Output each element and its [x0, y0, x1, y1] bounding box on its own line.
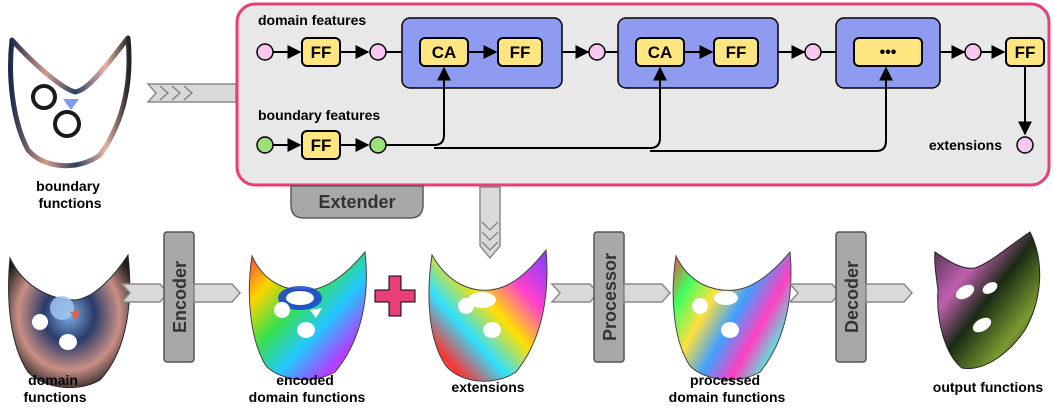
boundary-features-label: boundary features	[258, 107, 380, 123]
svg-text:FF: FF	[510, 43, 531, 62]
ff-block-2: FF	[713, 37, 759, 67]
ff-block-domain: FF	[301, 37, 341, 67]
domain-feature-node	[804, 43, 822, 61]
plus-icon	[374, 275, 416, 317]
ff-block-1: FF	[497, 37, 543, 67]
svg-text:•••: •••	[880, 44, 897, 61]
domain-to-encoder-arrow	[120, 283, 170, 303]
encoder-to-encoded-arrow	[193, 283, 242, 303]
processed-functions-label: processed domain functions	[669, 372, 786, 405]
svg-text:FF: FF	[311, 43, 332, 62]
svg-text:FF: FF	[726, 43, 747, 62]
domain-functions-label: domain functions	[24, 372, 87, 405]
extensions-label: extensions	[451, 379, 524, 395]
processor-block: Processor	[593, 231, 625, 363]
processor-to-processed-arrow	[623, 283, 672, 303]
ca-block-2: CA	[635, 37, 685, 67]
extensions-to-processor-arrow	[550, 283, 600, 303]
boundary-feature-node	[256, 136, 274, 154]
encoded-functions-label: encoded domain functions	[249, 372, 366, 405]
svg-text:Processor: Processor	[600, 253, 620, 341]
processed-to-decoder-arrow	[788, 283, 842, 303]
processed-functions-shape	[672, 250, 792, 381]
extensions-node	[1016, 136, 1034, 154]
decoder-to-output-arrow	[865, 283, 914, 303]
ellipsis-block: •••	[853, 37, 923, 67]
boundary-functions-label: boundary functions	[36, 178, 104, 211]
decoder-block: Decoder	[835, 231, 867, 363]
domain-functions-shape	[8, 253, 131, 389]
ff-block-boundary: FF	[301, 130, 341, 160]
extensions-output-label: extensions	[929, 137, 1002, 153]
ff-block-output: FF	[1005, 37, 1045, 67]
extensions-shape	[428, 248, 548, 382]
boundary-routing	[386, 66, 893, 152]
svg-text:FF: FF	[311, 136, 332, 155]
svg-text:FF: FF	[1015, 43, 1036, 62]
svg-text:CA: CA	[432, 43, 457, 62]
domain-feature-node	[588, 43, 606, 61]
boundary-feature-node	[369, 136, 387, 154]
svg-text:Decoder: Decoder	[842, 261, 862, 333]
domain-feature-node	[369, 43, 387, 61]
extender-label: Extender	[318, 192, 395, 212]
svg-text:Encoder: Encoder	[170, 261, 190, 333]
encoder-block: Encoder	[163, 231, 195, 363]
output-functions-shape	[934, 231, 1041, 370]
extender-to-extensions-arrow	[479, 186, 501, 260]
domain-feature-node	[256, 43, 274, 61]
svg-text:CA: CA	[648, 43, 673, 62]
output-functions-label: output functions	[933, 379, 1044, 395]
domain-features-label: domain features	[258, 12, 366, 28]
boundary-to-extender-arrow	[146, 83, 237, 103]
boundary-functions-shape	[8, 35, 132, 169]
encoded-functions-shape	[248, 250, 367, 381]
extender-tab: Extender	[290, 185, 424, 219]
domain-feature-node	[964, 43, 982, 61]
ca-block-1: CA	[419, 37, 469, 67]
